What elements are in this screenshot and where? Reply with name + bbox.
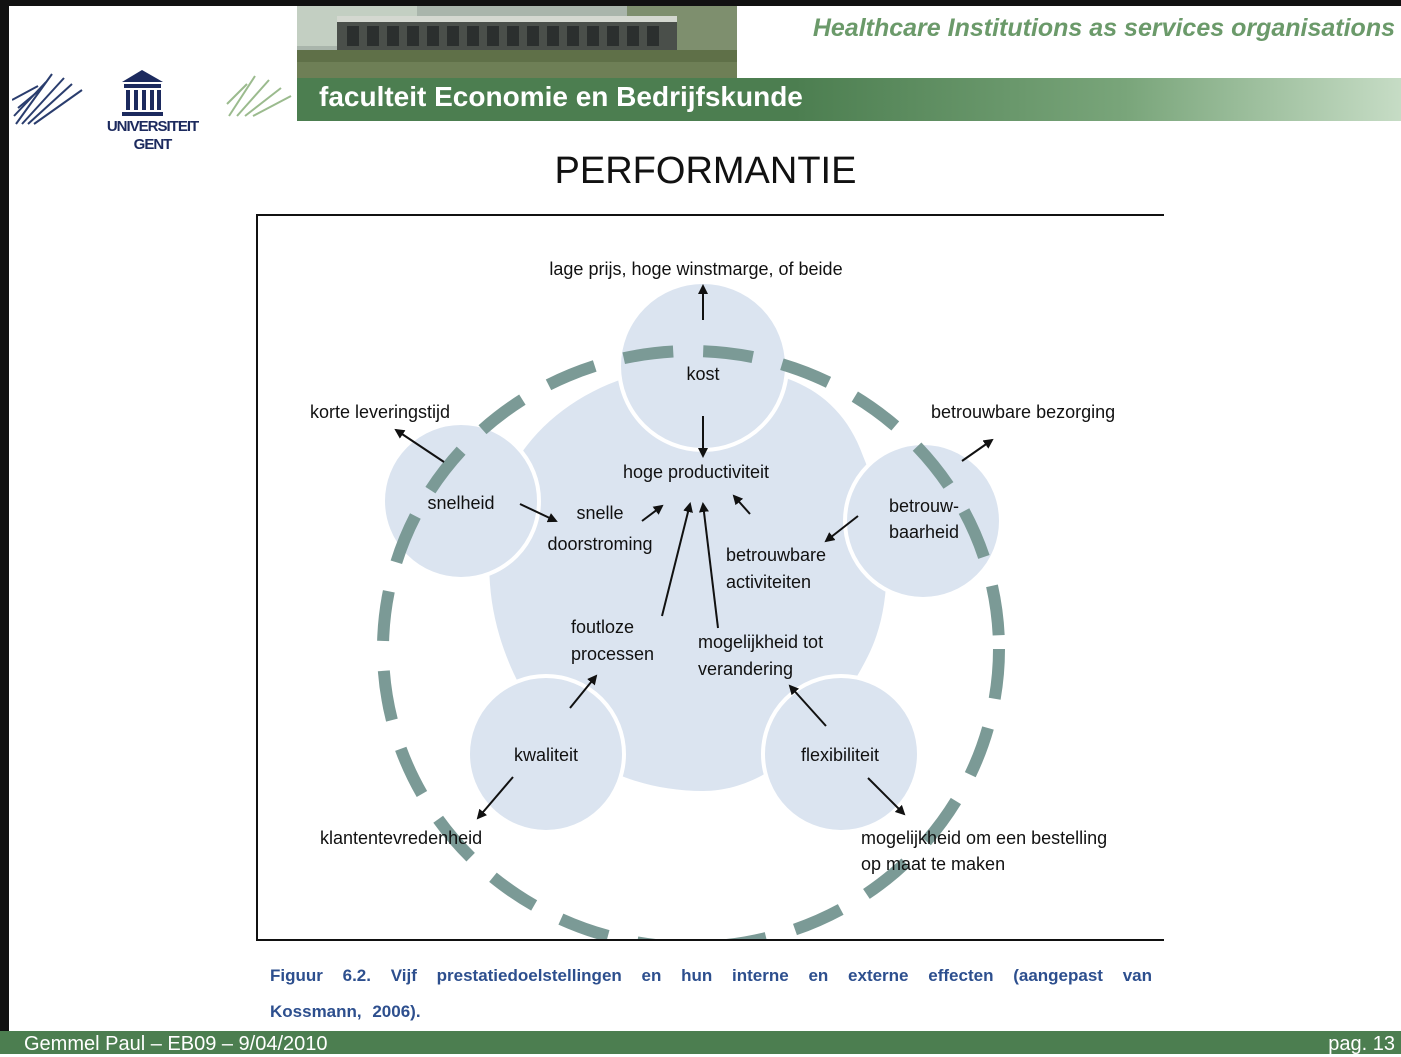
arrow-kwaliteit-internal [569, 674, 598, 709]
label-betrouwbare: betrouwbare [726, 545, 826, 565]
arrow-betrouwbaarheid-external [961, 438, 994, 462]
arrow-betrouwbaarheid-internal [824, 515, 859, 543]
label-hoge-productiviteit: hoge productiviteit [623, 462, 769, 482]
arrow-flexibiliteit-external [867, 777, 906, 816]
logo-text-universiteit: UNIVERSITEIT [106, 118, 199, 135]
figure-frame [256, 214, 1164, 941]
arrow-mogelijkheid-verandering [698, 502, 719, 629]
label-processen: processen [571, 644, 654, 664]
arrow-snelle-doorstroming [641, 504, 664, 522]
label-snelheid: snelheid [427, 493, 494, 513]
label-betrouwbaarheid-2: baarheid [889, 522, 959, 542]
arrow-snelheid-internal [519, 503, 558, 523]
label-ext-snelheid: korte leveringstijd [310, 402, 450, 422]
label-flexibiliteit: flexibiliteit [801, 745, 879, 765]
building-photo-image [297, 6, 737, 78]
header-subtitle: Healthcare Institutions as services orga… [812, 14, 1395, 42]
label-snelle: snelle [576, 503, 623, 523]
faculty-banner [297, 78, 1401, 121]
grass-left-icon [12, 73, 83, 125]
label-activiteiten: activiteiten [726, 572, 811, 592]
circle-betrouwbaarheid [843, 441, 1003, 601]
header-photo [297, 6, 737, 78]
arrow-flexibiliteit-internal [788, 684, 827, 727]
slide-title: PERFORMANTIE [554, 150, 857, 192]
arrow-betrouwbare-activiteiten [732, 494, 751, 515]
label-ext-betrouwbaarheid: betrouwbare bezorging [931, 402, 1115, 422]
logo-text-gent: GENT [133, 136, 173, 153]
label-verandering: verandering [698, 659, 793, 679]
performance-objectives-diagram: kost snelheid betrouw- baarheid kwalitei… [310, 259, 1115, 939]
circle-snelheid [381, 421, 541, 581]
label-kwaliteit: kwaliteit [514, 745, 578, 765]
footer-author-date: Gemmel Paul – EB09 – 9/04/2010 [24, 1033, 328, 1055]
circle-kwaliteit [466, 674, 626, 834]
arrow-snelheid-external [394, 428, 445, 463]
label-ext-flexibiliteit-2: op maat te maken [861, 854, 1005, 874]
dashed-ring [377, 345, 1005, 939]
footer-bar [0, 1031, 1401, 1054]
label-doorstroming: doorstroming [547, 534, 652, 554]
circle-flexibiliteit [761, 674, 921, 834]
figure-caption: Figuur 6.2. Vijf prestatiedoelstellingen… [270, 966, 1152, 1021]
footer-page-number: pag. 13 [1328, 1033, 1395, 1055]
label-mogelijkheid-tot: mogelijkheid tot [698, 632, 823, 652]
left-border [0, 0, 9, 1054]
label-betrouwbaarheid-1: betrouw- [889, 496, 959, 516]
top-border [0, 0, 1401, 6]
arrow-foutloze-processen [661, 502, 693, 617]
label-ext-kost: lage prijs, hoge winstmarge, of beide [549, 259, 842, 279]
grass-right-icon [226, 75, 292, 117]
label-foutloze: foutloze [571, 617, 634, 637]
label-kost: kost [686, 364, 719, 384]
label-ext-kwaliteit: klantentevredenheid [320, 828, 482, 848]
university-building-icon [122, 70, 163, 116]
label-ext-flexibiliteit-1: mogelijkheid om een bestelling [861, 828, 1107, 848]
faculty-title: faculteit Economie en Bedrijfskunde [319, 81, 803, 112]
arrow-kwaliteit-external [476, 776, 514, 820]
